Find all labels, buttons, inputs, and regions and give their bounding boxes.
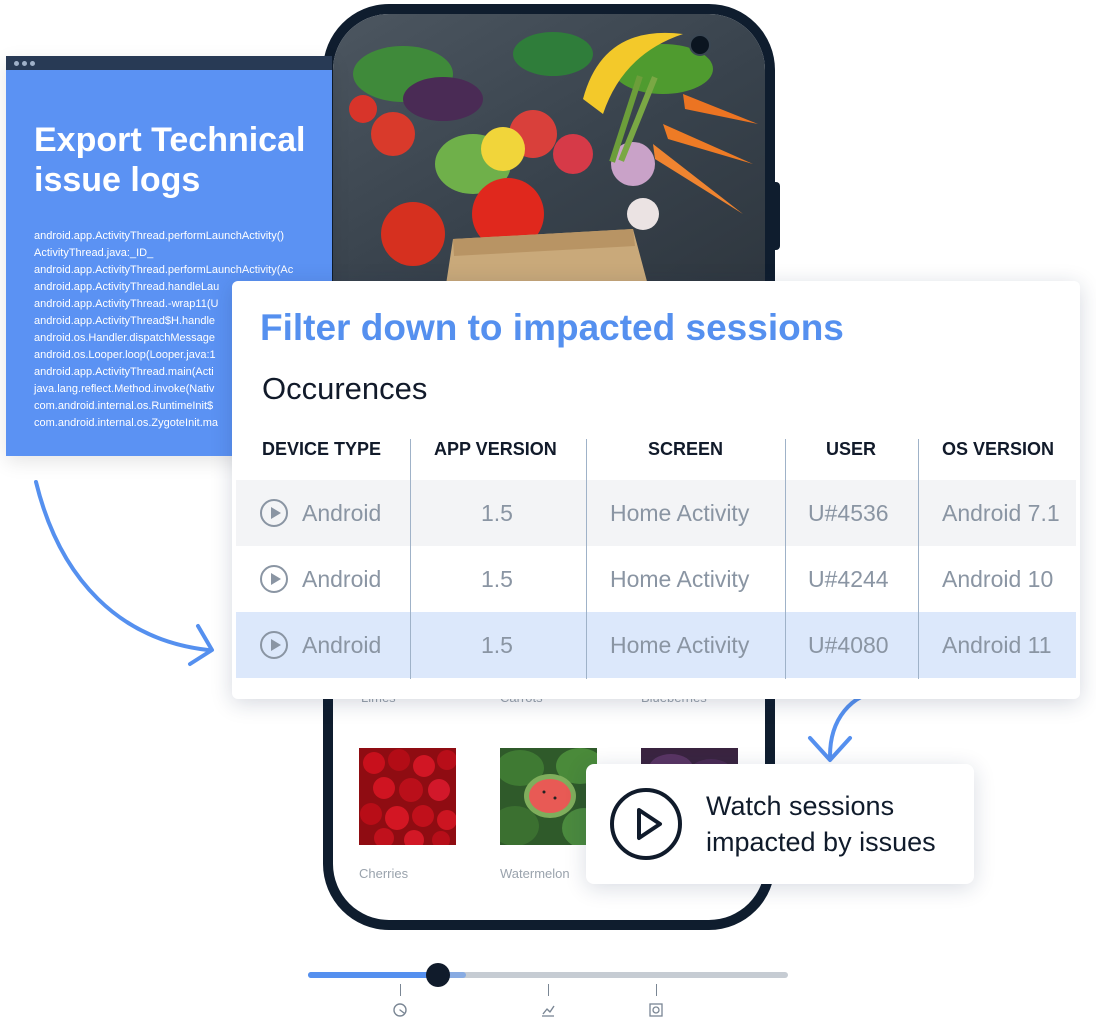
- table-row-selected[interactable]: [236, 612, 1076, 678]
- log-line: android.app.ActivityThread.performLaunch…: [34, 264, 294, 276]
- log-line: android.app.ActivityThread.handleLau: [34, 281, 220, 293]
- watch-sessions-card[interactable]: Watch sessions impacted by issues: [586, 764, 974, 884]
- front-camera: [689, 34, 711, 56]
- log-line: ActivityThread.java:_ID_: [34, 247, 154, 259]
- log-line: java.lang.reflect.Method.invoke(Nativ: [34, 383, 215, 395]
- cell-app-version: 1.5: [481, 566, 513, 592]
- play-circle-icon[interactable]: [610, 788, 682, 860]
- cell-user: U#4536: [808, 500, 889, 526]
- watch-sessions-text: Watch sessions impacted by issues: [706, 791, 936, 857]
- column-header-app-version[interactable]: APP VERSION: [434, 439, 557, 459]
- cell-app-version: 1.5: [481, 500, 513, 526]
- session-progress-knob[interactable]: [425, 963, 450, 987]
- window-titlebar: [6, 56, 332, 70]
- column-divider: [785, 439, 786, 679]
- play-session-icon[interactable]: [260, 565, 288, 593]
- log-line: com.android.internal.os.RuntimeInit$: [34, 400, 214, 412]
- cell-screen: Home Activity: [610, 500, 750, 526]
- cell-device-type: Android: [302, 632, 382, 658]
- column-header-os-version[interactable]: OS VERSION: [942, 439, 1055, 459]
- window-dot-icon: [14, 61, 19, 66]
- arrow-logs-to-table-icon: [34, 480, 210, 652]
- column-divider: [410, 439, 411, 679]
- log-line: android.app.ActivityThread.performLaunch…: [34, 230, 285, 242]
- cell-os-version: Android 10: [942, 566, 1054, 592]
- arrow-table-to-watch-head-icon: [808, 736, 852, 762]
- cell-user: U#4244: [808, 566, 889, 592]
- table-row[interactable]: [236, 480, 1076, 546]
- phone-side-button-right: [771, 182, 780, 250]
- log-line: com.android.internal.os.ZygoteInit.ma: [34, 417, 219, 429]
- window-dot-icon: [30, 61, 35, 66]
- arrow-table-to-watch-icon: [828, 688, 886, 758]
- column-header-device-type[interactable]: DEVICE TYPE: [262, 439, 382, 459]
- log-line: android.app.ActivityThread$H.handle: [34, 315, 216, 327]
- column-divider: [586, 439, 587, 679]
- timeline-marker: [548, 984, 549, 996]
- log-line: android.os.Handler.dispatchMessage: [34, 332, 216, 344]
- column-divider: [918, 439, 919, 679]
- cherries-tile[interactable]: [359, 748, 456, 845]
- play-session-icon[interactable]: [260, 631, 288, 659]
- cell-app-version: 1.5: [481, 632, 513, 658]
- cell-os-version: Android 7.1: [942, 500, 1060, 526]
- speed-icon[interactable]: [392, 1002, 408, 1018]
- chart-icon[interactable]: [540, 1002, 556, 1018]
- occurrences-heading: Occurences: [262, 371, 428, 406]
- log-line: android.app.ActivityThread.-wrap11(U: [34, 298, 219, 310]
- cherries-image: [359, 748, 456, 845]
- column-header-screen[interactable]: SCREEN: [648, 439, 724, 459]
- arrow-logs-to-table-head-icon: [188, 624, 214, 666]
- inspect-icon[interactable]: [648, 1002, 664, 1018]
- play-session-icon[interactable]: [260, 499, 288, 527]
- log-line: android.os.Looper.loop(Looper.java:1: [34, 349, 216, 361]
- play-triangle-icon: [637, 808, 662, 840]
- table-row[interactable]: [236, 546, 1076, 612]
- log-line: android.app.ActivityThread.main(Acti: [34, 366, 214, 378]
- cell-screen: Home Activity: [610, 566, 750, 592]
- cell-os-version: Android 11: [942, 632, 1052, 658]
- window-dot-icon: [22, 61, 27, 66]
- column-header-user[interactable]: USER: [826, 439, 877, 459]
- cell-device-type: Android: [302, 566, 382, 592]
- grocery-label-watermelon: Watermelon: [500, 866, 570, 881]
- grocery-label-cherries: Cherries: [359, 866, 409, 881]
- occurrences-card: Filter down to impacted sessions Occuren…: [232, 281, 1080, 699]
- cell-device-type: Android: [302, 500, 382, 526]
- tech-panel-title: Export Technical issue logs: [34, 121, 306, 199]
- cell-user: U#4080: [808, 632, 889, 658]
- cell-screen: Home Activity: [610, 632, 750, 658]
- session-progress-track[interactable]: [308, 972, 788, 978]
- session-progress-fill: [308, 972, 438, 978]
- stack-trace: android.app.ActivityThread.performLaunch…: [34, 228, 332, 432]
- timeline-marker: [400, 984, 401, 996]
- timeline-marker: [656, 984, 657, 996]
- occurrences-card-title: Filter down to impacted sessions: [260, 307, 844, 348]
